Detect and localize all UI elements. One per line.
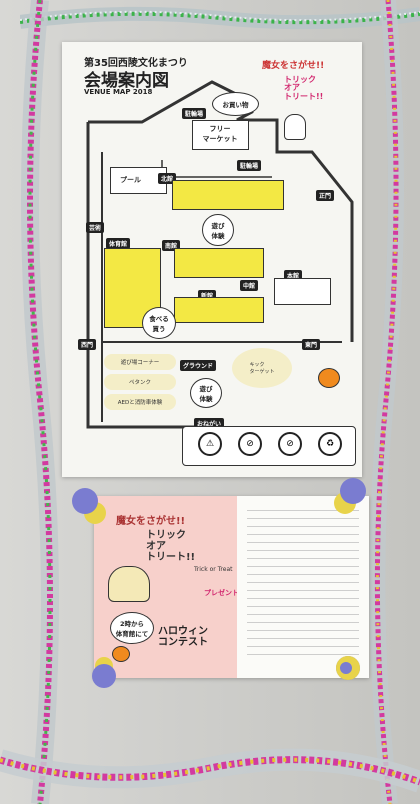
main-bldg-box (274, 278, 331, 305)
bubble-play: 遊び 体験 (202, 214, 234, 246)
ground-item-1: ペタンク (104, 374, 176, 390)
tinsel-garland-right (360, 0, 420, 804)
ground-item-0: 遊び場コーナー (104, 354, 176, 370)
pool-box (110, 167, 167, 194)
witch-banner: 魔女をさがせ!! (116, 516, 186, 527)
contest-title: ハロウィン コンテスト (158, 626, 208, 648)
label-main-gate: 正門 (316, 190, 335, 201)
label-main-bldg: 本館 (284, 270, 303, 281)
ground-item-2: AEDと消防車体験 (104, 394, 176, 410)
label-west-gate: 西門 (78, 339, 97, 350)
south-bldg-box (174, 248, 264, 278)
costume-bubble: 2時から 体育館にて (110, 612, 154, 644)
pumpkin-icon (318, 368, 340, 388)
paper-flower-bottom-left (92, 664, 116, 688)
trick-or-treat: トリック オア トリート!! (146, 530, 196, 563)
north-bldg-box (172, 180, 284, 210)
notices-title: おねがい (194, 418, 225, 429)
label-new-bldg: 新館 (198, 290, 217, 301)
warning-icon: ⚠ (198, 432, 222, 456)
schedule-lines (247, 510, 359, 660)
trick-or-treat-en: Trick or Treat (194, 566, 233, 573)
label-bicycle-lot: 駐輪場 (182, 108, 207, 119)
label-south-bldg: 南館 (162, 240, 181, 251)
schedule-sheet (237, 496, 369, 678)
label-parking: 駐輪場 (237, 160, 262, 171)
label-ground: グラウンド (180, 360, 217, 371)
witch-banner-top: 魔女をさがせ!! (262, 61, 325, 71)
pumpkin-icon-2 (112, 646, 130, 662)
no-dogs-icon: ⊘ (238, 432, 262, 456)
ghost-icon (284, 114, 306, 140)
tinsel-garland-top (20, 0, 420, 40)
bubble-free-market: フリー マーケット (195, 122, 245, 146)
label-gym: 体育館 (106, 238, 131, 249)
paper-flower-purple-left (72, 488, 98, 514)
poster-subtitle: VENUE MAP 2018 (84, 88, 153, 96)
new-bldg-box (174, 297, 264, 323)
label-middle-bldg: 中館 (240, 280, 259, 291)
kick-target: キック ターゲット (232, 348, 292, 388)
paper-flower-purple-right (340, 478, 366, 504)
present-label: プレゼント (204, 589, 239, 597)
trash-icon: ♻ (318, 432, 342, 456)
ghost-mascot (108, 566, 150, 602)
poster-title: 会場案内図 (84, 71, 169, 91)
bubble-play-2: 遊び 体験 (190, 378, 222, 408)
bubble-shopping: お買い物 (212, 92, 259, 116)
label-east-gate: 東門 (302, 339, 321, 350)
paper-flower-bottom-right (336, 656, 360, 680)
tinsel-garland-bottom (0, 720, 420, 804)
tinsel-garland-left (0, 0, 70, 804)
label-north-bldg: 北館 (158, 173, 177, 184)
venue-map-poster: 第35回西陵文化まつり 会場案内図 VENUE MAP 2018 お買い物 駐輪… (62, 42, 362, 477)
label-pool: プール (120, 176, 141, 184)
label-art: 芸術 (86, 222, 105, 233)
no-smoking-icon: ⊘ (278, 432, 302, 456)
trick-or-treat-top: トリック オア トリート!! (284, 75, 324, 101)
poster-edition: 第35回西陵文化まつり (84, 58, 188, 69)
bubble-eat: 食べる 買う (142, 307, 176, 339)
